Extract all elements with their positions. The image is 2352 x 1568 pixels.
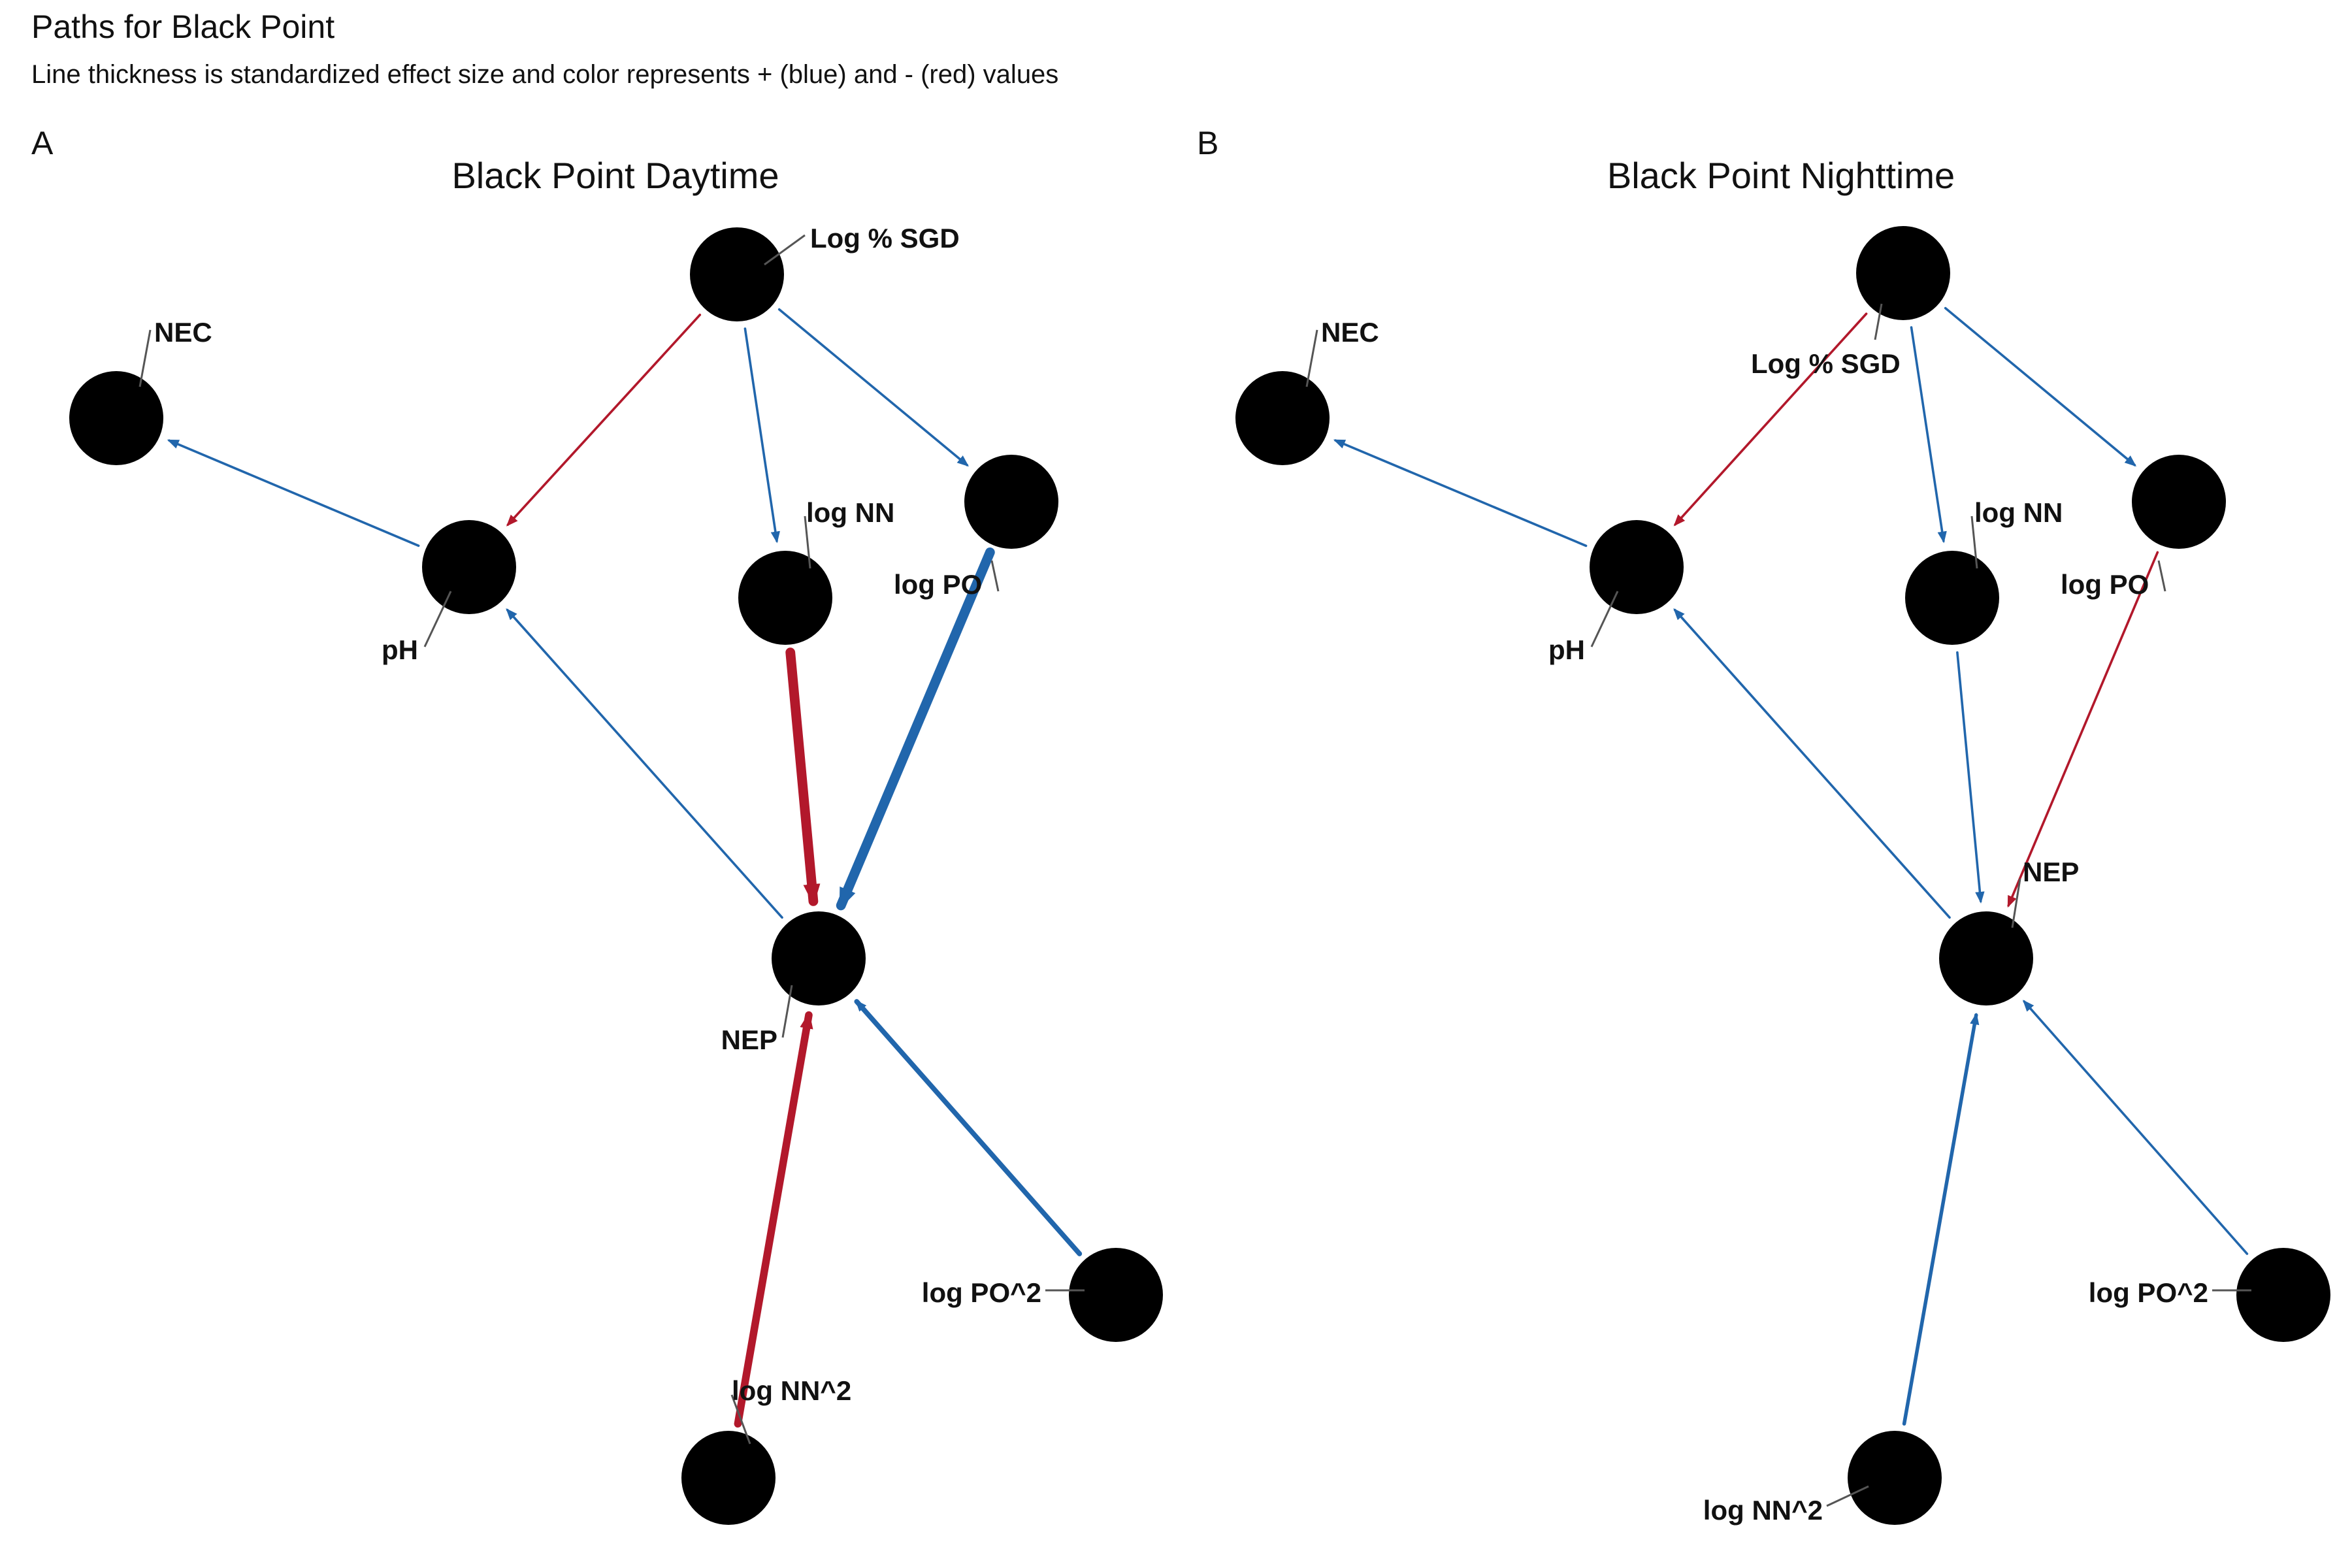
node-nn2: [681, 1431, 776, 1525]
label-leader-nn: [1970, 515, 1978, 569]
node-label-sgd: Log % SGD: [1751, 348, 1901, 379]
label-leader-po: [2157, 560, 2166, 592]
node-label-po: log PO: [2061, 569, 2149, 600]
node-sgd: [690, 227, 784, 321]
edge-sgd-to-ph: [1673, 312, 1868, 527]
node-nep: [772, 911, 866, 1005]
panel-b-letter: B: [1197, 125, 1219, 161]
node-label-nn: log NN: [1974, 497, 2063, 528]
label-leader-ph: [423, 591, 452, 647]
node-nep: [1939, 911, 2033, 1005]
edge-sgd-to-nn: [743, 327, 780, 544]
node-label-nec: NEC: [154, 317, 212, 348]
edge-nn2-to-nep: [734, 1011, 813, 1428]
figure-subtitle: Line thickness is standardized effect si…: [31, 60, 1059, 89]
node-label-ph: pH: [382, 634, 418, 665]
node-nec: [69, 371, 163, 465]
label-leader-nep: [2011, 878, 2021, 928]
node-nn: [1905, 551, 1999, 645]
node-nn2: [1848, 1431, 1942, 1525]
label-leader-nn2: [730, 1394, 751, 1445]
panel-b-title: Black Point Nighttime: [1607, 155, 1955, 196]
node-po2: [1069, 1248, 1163, 1342]
edge-nep-to-ph: [506, 608, 783, 919]
node-label-po: log PO: [894, 569, 982, 600]
node-label-nep: NEP: [2023, 857, 2079, 887]
node-label-ph: pH: [1548, 634, 1585, 665]
label-leader-nep: [781, 985, 793, 1038]
node-sgd: [1856, 226, 1950, 320]
label-leader-sgd: [764, 234, 806, 266]
label-leader-sgd: [1874, 303, 1883, 340]
label-leader-nn2: [1826, 1485, 1869, 1507]
edge-ph-to-nec: [1333, 439, 1588, 547]
edge-ph-to-nec: [167, 439, 420, 547]
node-po: [964, 455, 1058, 549]
node-label-po2: log PO^2: [922, 1277, 1041, 1308]
label-leader-nec: [139, 329, 152, 387]
edge-sgd-to-po: [777, 308, 970, 467]
edge-nep-to-ph: [1673, 608, 1951, 919]
edge-nn-to-nep: [785, 647, 821, 906]
node-label-nn2: log NN^2: [732, 1375, 851, 1406]
edge-sgd-to-nn: [1910, 326, 1947, 544]
node-ph: [1590, 520, 1684, 614]
figure-title: Paths for Black Point: [31, 8, 335, 45]
node-label-nec: NEC: [1321, 317, 1379, 348]
label-leader-nn: [804, 515, 811, 569]
panel-b-diagram: Log % SGD NEC pH log NN log PO NEP log PO^2 log…: [1235, 226, 2330, 1526]
node-ph: [422, 520, 516, 614]
edge-po2-to-nep: [2022, 1000, 2249, 1255]
panel-a-diagram: Log % SGD NEC pH log NN log PO NEP log PO^2 log…: [69, 223, 1163, 1525]
label-leader-nec: [1305, 329, 1318, 387]
edge-sgd-to-ph: [506, 314, 702, 527]
panel-a-title: Black Point Daytime: [451, 155, 779, 196]
node-po: [2132, 455, 2226, 549]
edge-nn-to-nep: [1956, 651, 1985, 904]
node-nn: [738, 551, 832, 645]
edge-po-to-nep: [2007, 551, 2159, 908]
label-leader-ph: [1590, 591, 1619, 647]
node-label-sgd: Log % SGD: [810, 223, 960, 253]
node-label-nep: NEP: [721, 1024, 777, 1055]
panel-a-letter: A: [31, 125, 54, 161]
node-po2: [2236, 1248, 2330, 1342]
edge-nn2-to-nep: [1902, 1013, 1980, 1426]
edge-po2-to-nep: [854, 999, 1083, 1256]
label-leader-po: [990, 560, 1000, 592]
edge-sgd-to-po: [1944, 306, 2137, 467]
node-label-po2: log PO^2: [2089, 1277, 2208, 1308]
node-label-nn: log NN: [806, 497, 894, 528]
edge-po-to-nep: [836, 547, 995, 911]
node-label-nn2: log NN^2: [1703, 1495, 1823, 1526]
node-nec: [1235, 371, 1330, 465]
